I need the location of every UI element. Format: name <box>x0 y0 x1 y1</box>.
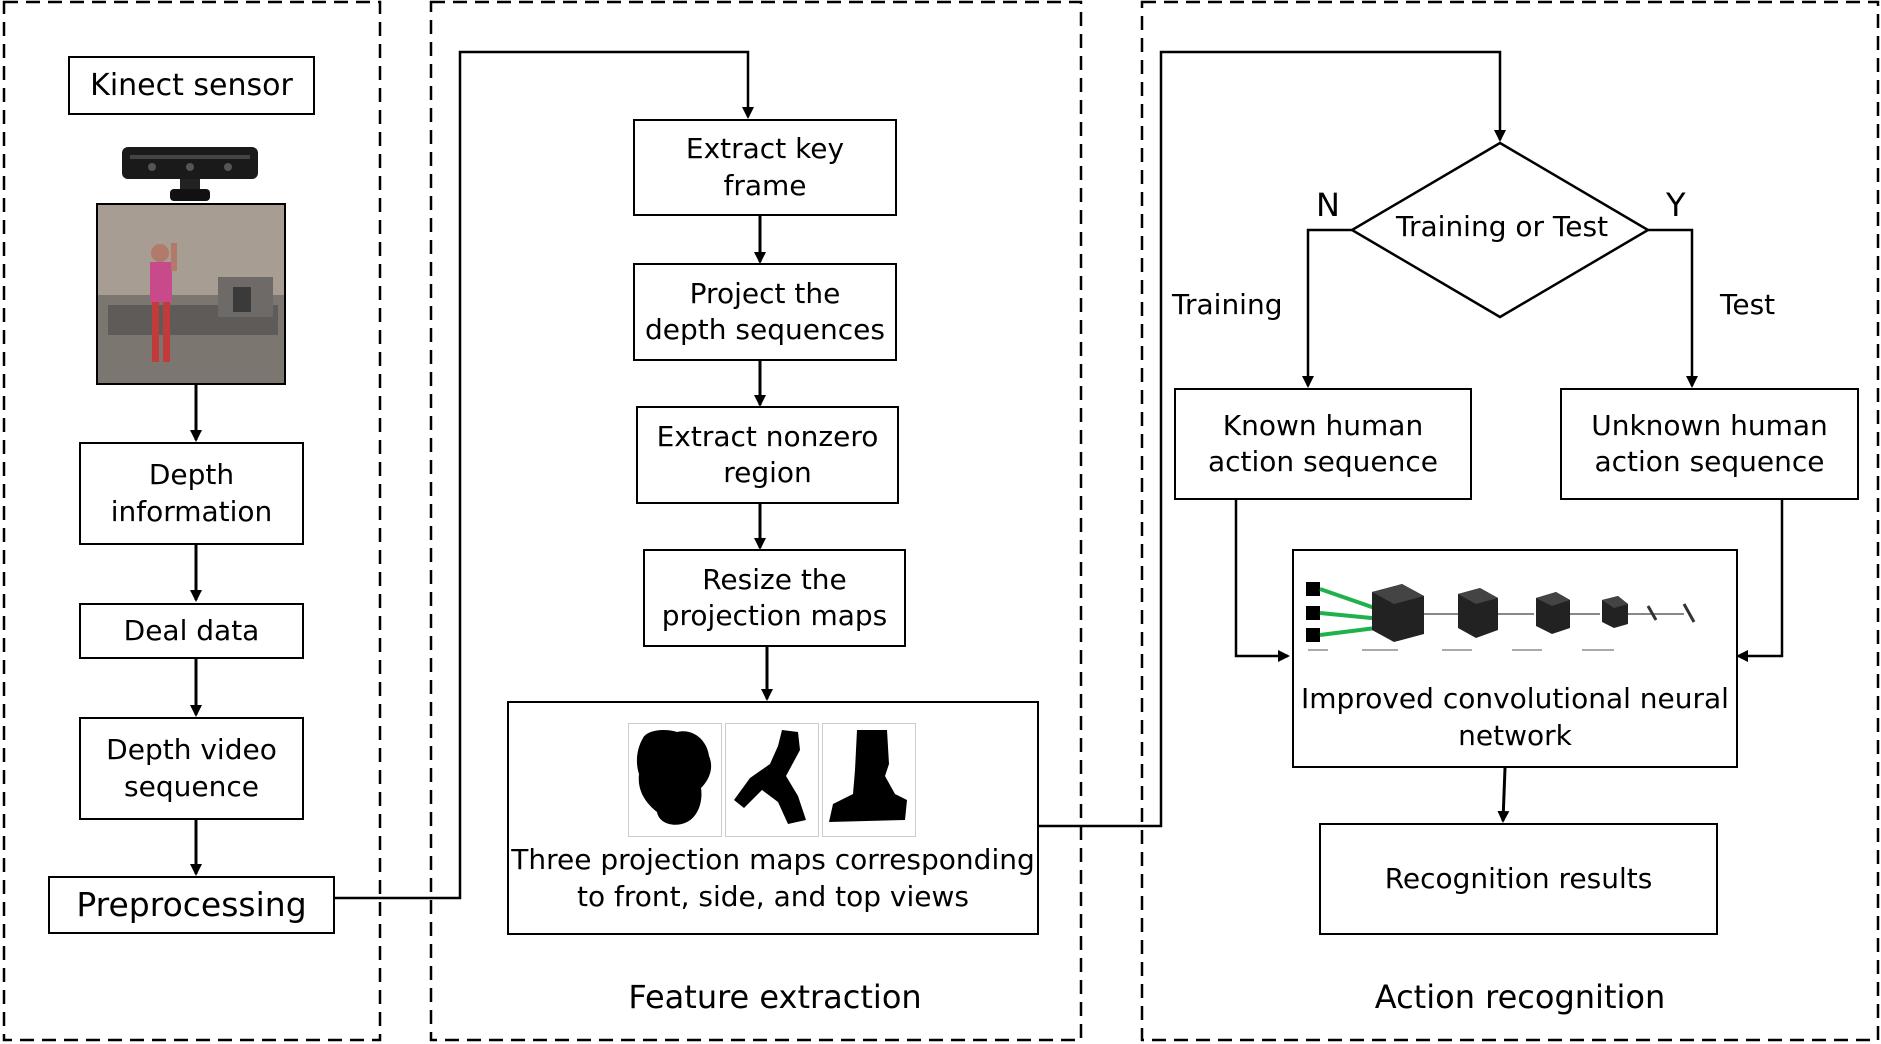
depth-information-box: Depth information <box>79 442 304 545</box>
extract-nonzero-region-label: Extract nonzero region <box>656 419 879 489</box>
unknown-action-sequence-label: Unknown human action sequence <box>1591 408 1828 478</box>
y-branch-label-text: Y <box>1666 186 1686 224</box>
extract-key-frame-label: Extract key frame <box>685 132 845 202</box>
extract-key-frame-box: Extract key frame <box>633 119 897 216</box>
depth-video-sequence-box: Depth video sequence <box>79 717 304 820</box>
deal-data-label: Deal data <box>123 613 260 647</box>
test-label-text: Test <box>1720 288 1776 321</box>
three-projection-maps-label: Three projection maps corresponding to f… <box>511 843 1035 913</box>
decision-diamond <box>1349 141 1651 319</box>
unknown-action-sequence-box: Unknown human action sequence <box>1560 388 1859 500</box>
preprocessing-section-frame <box>2 0 382 1042</box>
action-section-frame <box>1140 0 1880 1042</box>
kinect-sensor-box: Kinect sensor <box>68 56 315 115</box>
feature-extraction-title: Feature extraction <box>560 978 990 1016</box>
resize-projection-maps-label: Resize the projection maps <box>661 562 888 632</box>
arrow-preprocessing-to-extract-key <box>335 50 754 900</box>
kinect-sensor-label: Kinect sensor <box>90 68 293 103</box>
action-recognition-title-label: Action recognition <box>1374 978 1666 1016</box>
top-view-map-image <box>822 723 916 837</box>
arrow-decision-to-unknown <box>1648 228 1698 388</box>
project-depth-sequences-label: Project the depth sequences <box>645 276 885 346</box>
decision-label-text: Training or Test <box>1396 210 1609 243</box>
cnn-box: Improved convolutional neural network <box>1292 549 1738 768</box>
depth-camera-photo <box>96 203 286 385</box>
arrow-known-to-cnn <box>1234 500 1290 662</box>
side-view-map-image <box>725 723 819 837</box>
training-label-text: Training <box>1172 288 1283 321</box>
known-action-sequence-label: Known human action sequence <box>1207 408 1438 478</box>
feature-section-frame <box>429 0 1083 1042</box>
deal-data-box: Deal data <box>79 603 304 659</box>
decision-label: Training or Test <box>1396 210 1608 243</box>
n-branch-label: N <box>1316 186 1340 224</box>
n-branch-label-text: N <box>1316 186 1340 224</box>
recognition-results-label: Recognition results <box>1384 861 1653 895</box>
training-label: Training <box>1172 288 1282 321</box>
resize-projection-maps-box: Resize the projection maps <box>643 549 906 647</box>
test-label: Test <box>1720 288 1775 321</box>
arrow-unknown-to-cnn <box>1736 500 1784 662</box>
kinect-device-image <box>122 147 258 201</box>
known-action-sequence-box: Known human action sequence <box>1174 388 1472 500</box>
action-recognition-title: Action recognition <box>1300 978 1740 1016</box>
feature-extraction-title-label: Feature extraction <box>628 978 922 1016</box>
y-branch-label: Y <box>1666 186 1686 224</box>
arrow-cnn-to-results <box>1497 767 1510 823</box>
recognition-results-box: Recognition results <box>1319 823 1718 935</box>
project-depth-sequences-box: Project the depth sequences <box>633 263 897 361</box>
preprocessing-label: Preprocessing <box>76 884 307 924</box>
front-view-map-image <box>628 723 722 837</box>
cnn-architecture-image <box>1306 582 1696 651</box>
preprocessing-box: Preprocessing <box>48 876 335 934</box>
cnn-label: Improved convolutional neural network <box>1301 682 1729 752</box>
extract-nonzero-region-box: Extract nonzero region <box>636 406 899 504</box>
arrow-decision-to-known <box>1302 228 1352 388</box>
arrow-maps-to-decision <box>1039 50 1506 828</box>
depth-information-label: Depth information <box>110 458 273 528</box>
depth-video-sequence-label: Depth video sequence <box>106 733 277 803</box>
